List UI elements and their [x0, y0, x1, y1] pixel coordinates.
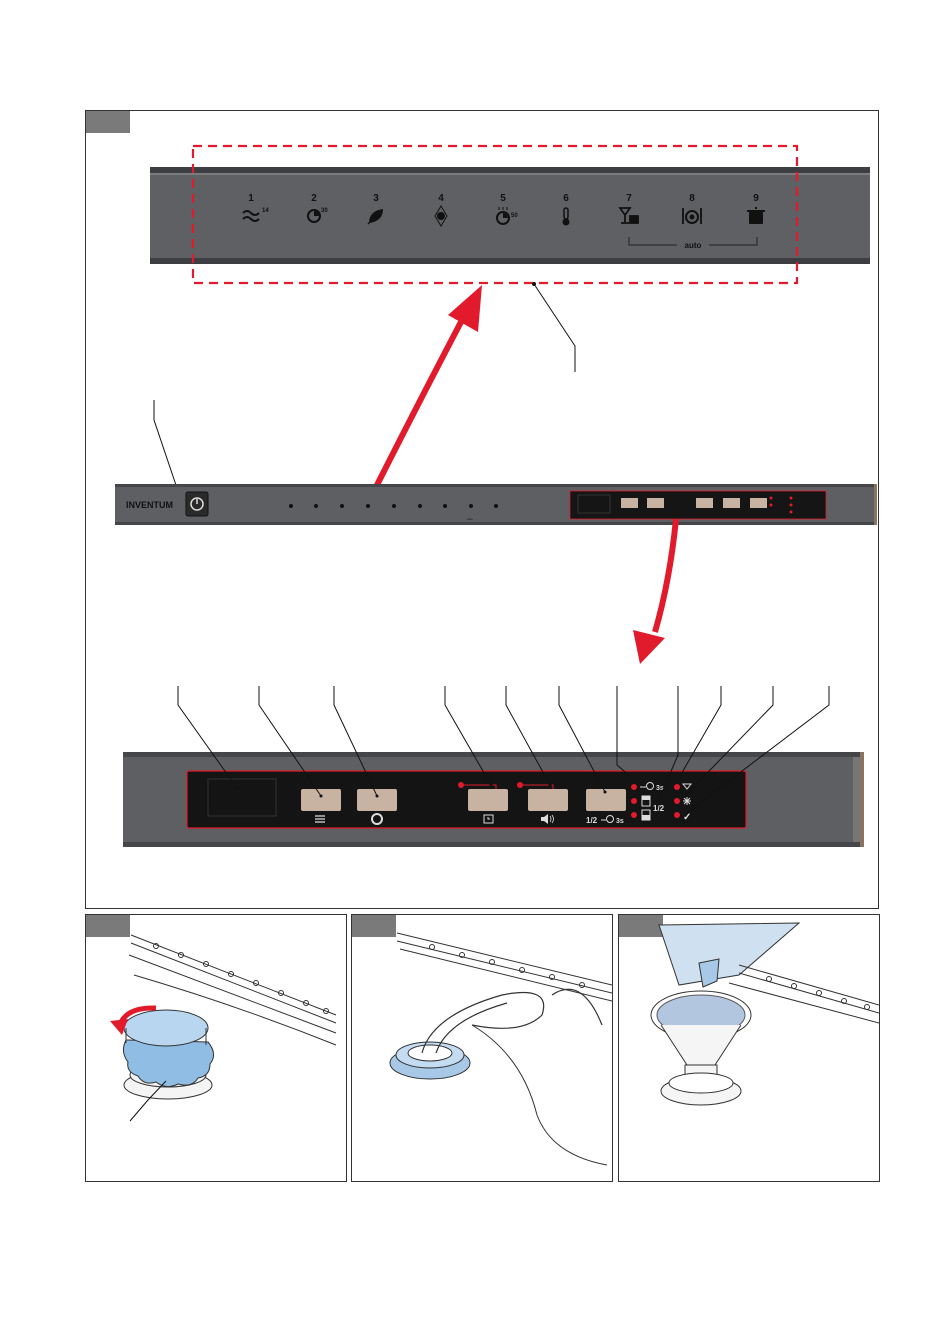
red-arrow-up [376, 285, 482, 487]
program-number-7: 7 [626, 193, 632, 204]
red-arrow-down [633, 519, 676, 664]
timer-button[interactable] [468, 789, 508, 811]
indicator-leds-left [631, 784, 637, 818]
program-5-superscript: 50 [511, 213, 518, 219]
program-number-1: 1 [248, 193, 254, 204]
salt-funnel-figure-frame [618, 914, 880, 1182]
program-number-3: 3 [373, 193, 379, 204]
filter-cap-illustration [86, 915, 346, 1181]
program-1-superscript: 14 [262, 208, 269, 214]
mini-auto-label: auto [467, 517, 473, 521]
program-number-2: 2 [311, 193, 317, 204]
salt-funnel [651, 991, 751, 1105]
pot-icon [747, 208, 765, 224]
drain-hose [472, 1025, 607, 1165]
filter-cap-figure-frame [85, 914, 347, 1182]
power-button-icon[interactable] [186, 492, 208, 516]
indicator-half-label: 1/2 [653, 804, 665, 813]
mini-button-panel [570, 491, 826, 519]
salt-package [659, 923, 799, 987]
ring-button[interactable] [357, 789, 397, 811]
auto-label: auto [685, 241, 702, 250]
salt-indicator-icon [683, 797, 691, 805]
brand-logo: INVENTUM [126, 500, 173, 510]
spray-arm-rail-2 [397, 933, 612, 1001]
filter-removal-figure-frame [351, 914, 613, 1182]
half-load-label: 1/2 [586, 816, 598, 825]
done-check-icon: ✓ [683, 812, 691, 823]
display-window [208, 779, 276, 816]
main-figure-drawing: 1 2 3 4 5 6 7 8 9 14 30 50 [0, 0, 950, 910]
program-number-8: 8 [689, 193, 695, 204]
spray-holes-3 [767, 977, 870, 1010]
speaker-button[interactable] [528, 789, 568, 811]
program-number-5: 5 [500, 193, 506, 204]
program-number-6: 6 [563, 193, 569, 204]
leader-line-box [533, 283, 576, 373]
three-seconds-label: 3s [616, 818, 624, 825]
program-2-superscript: 30 [321, 208, 328, 214]
indicator-leds-right [674, 784, 680, 818]
menu-button[interactable] [301, 789, 341, 811]
spray-arm-rail-3 [729, 965, 879, 1023]
leader-line-power [154, 400, 182, 499]
salt-funnel-illustration [619, 915, 879, 1181]
filter-removal-illustration [352, 915, 612, 1181]
filter-cap-knob[interactable] [123, 1010, 213, 1087]
lifted-filter-handle[interactable] [422, 989, 602, 1053]
program-number-4: 4 [438, 193, 444, 204]
program-number-9: 9 [753, 193, 759, 204]
blue-filter-housing [390, 1042, 470, 1079]
